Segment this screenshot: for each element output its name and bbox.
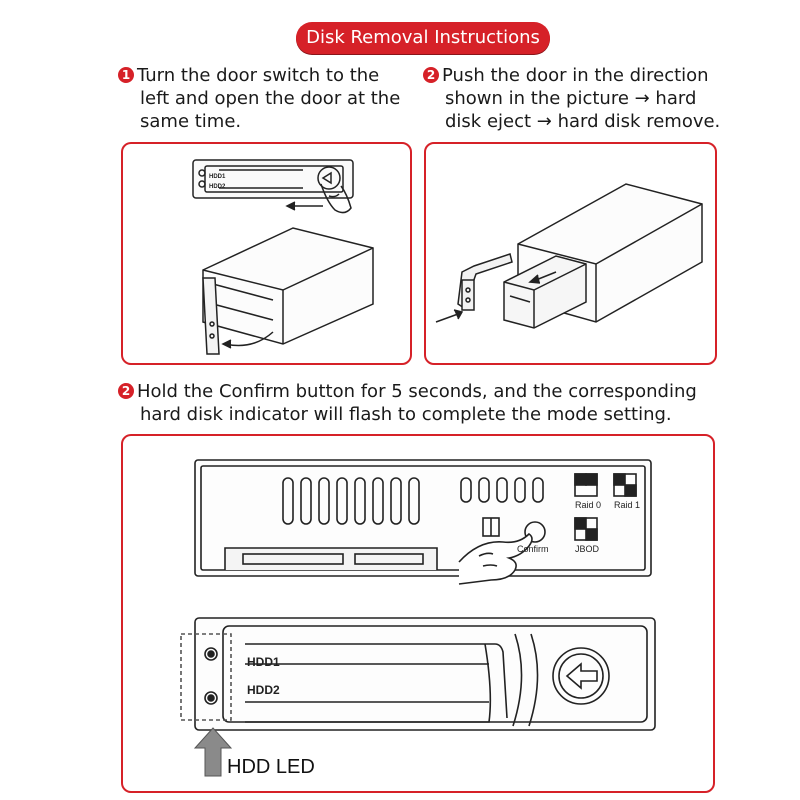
step-1-line-2: left and open the door at the	[140, 88, 401, 109]
step-2-line-2: shown in the picture → hard	[445, 88, 697, 109]
step-1-line-3: same time.	[140, 111, 242, 132]
step-3-number: 2	[118, 383, 134, 399]
step-3-line-1: Hold the Confirm button for 5 seconds, a…	[137, 381, 697, 402]
step-2-number: 2	[423, 67, 439, 83]
mini-hdd2-label: HDD2	[209, 184, 226, 190]
hdd-led-caption: HDD LED	[227, 756, 315, 778]
raid0-label: Raid 0	[575, 500, 601, 510]
hdd1-label: HDD1	[247, 655, 280, 669]
jbod-label: JBOD	[575, 544, 600, 554]
step-2-illustration-panel	[424, 142, 717, 365]
door-open-illustration: HDD1 HDD2	[192, 159, 374, 355]
step-1-illustration-panel: HDD1 HDD2	[121, 142, 412, 365]
disk-eject-illustration	[435, 183, 703, 329]
step-1-line-1: Turn the door switch to the	[137, 65, 380, 86]
step-2-line-3: disk eject → hard disk remove.	[445, 111, 721, 132]
step-2-line-1: Push the door in the direction	[442, 65, 709, 86]
rear-vent-slots-small	[460, 477, 544, 503]
hdd2-label: HDD2	[247, 683, 280, 697]
step-3-illustration-panel: Raid 0 Raid 1 JBOD Confirm HDD1 HDD2	[121, 434, 715, 793]
page-title: Disk Removal Instructions	[296, 22, 550, 54]
confirm-label: Confirm	[517, 544, 549, 554]
rear-vent-slots	[282, 477, 420, 525]
mini-hdd1-label: HDD1	[209, 174, 226, 180]
mode-setting-illustration: Raid 0 Raid 1 JBOD Confirm HDD1 HDD2	[180, 459, 656, 777]
step-1-number: 1	[118, 67, 134, 83]
hdd-led-arrow	[193, 727, 233, 777]
step-3-line-2: hard disk indicator will flash to comple…	[140, 404, 672, 425]
confirm-button-illustration	[524, 521, 546, 543]
raid1-label: Raid 1	[614, 500, 640, 510]
